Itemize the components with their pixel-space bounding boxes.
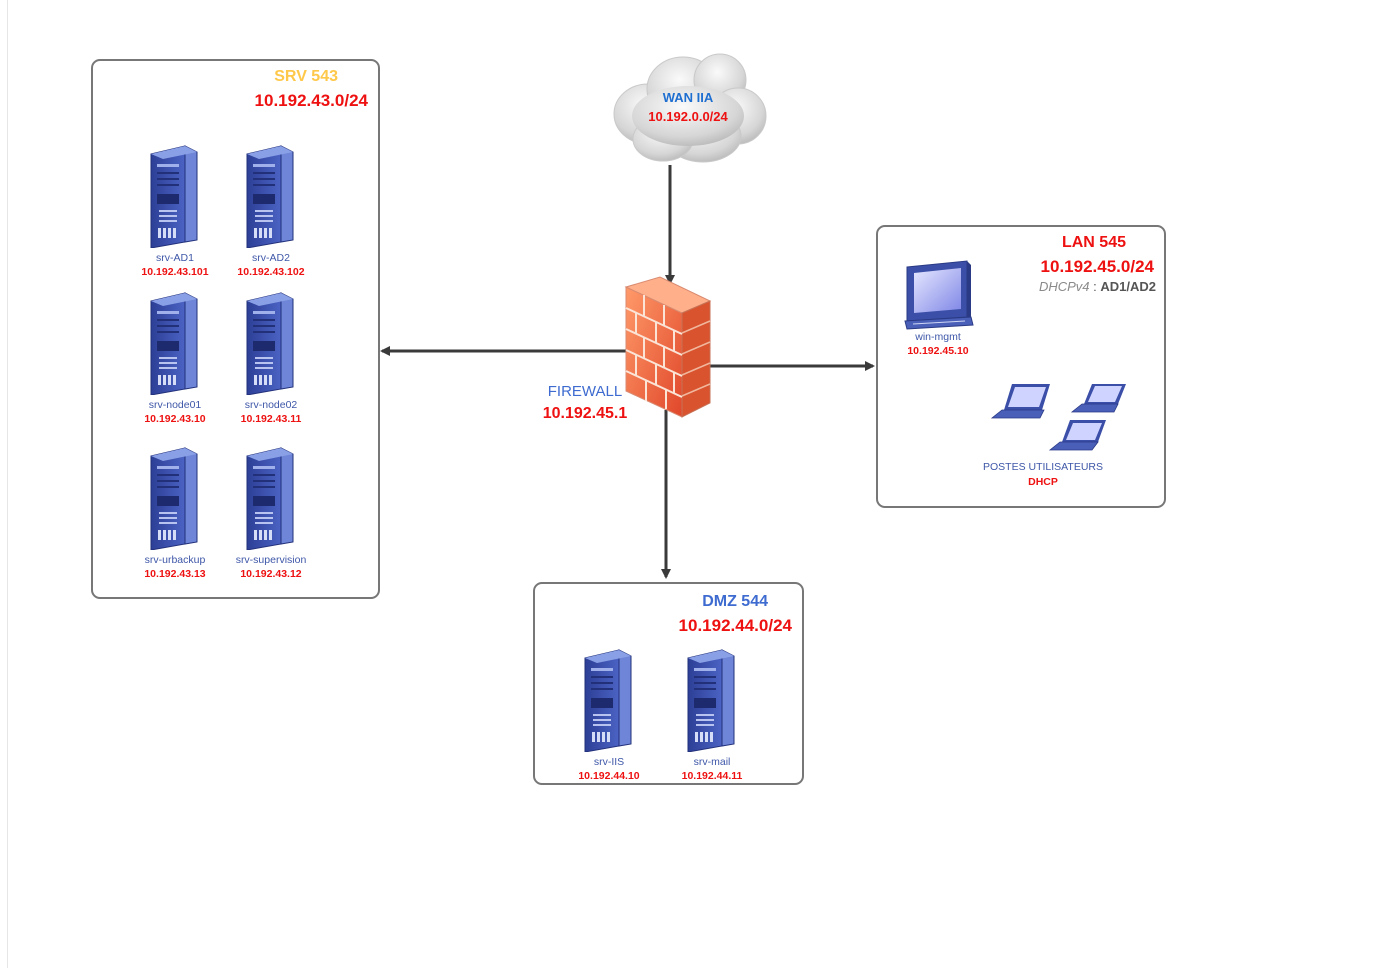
host-ip: 10.192.43.101 — [141, 266, 209, 278]
server-icon — [584, 649, 632, 752]
cloud-icon — [613, 53, 767, 163]
host-ip: 10.192.44.11 — [681, 770, 743, 782]
server-srv-urbackup: srv-urbackup 10.192.43.13 — [115, 444, 235, 581]
server-srv-ad2: srv-AD2 10.192.43.102 — [211, 142, 331, 279]
server-icon — [150, 447, 198, 550]
firewall-ip: 10.192.45.1 — [542, 405, 628, 422]
host-name: srv-urbackup — [144, 554, 206, 566]
clients-label: POSTES UTILISATEURS — [983, 461, 1103, 473]
host-name: srv-mail — [693, 756, 731, 768]
server-srv-mail: srv-mail 10.192.44.11 — [652, 646, 772, 783]
clients-mode: DHCP — [1028, 476, 1058, 488]
server-srv-node01: srv-node01 10.192.43.10 — [115, 289, 235, 426]
server-icon — [150, 145, 198, 248]
host-ip: 10.192.43.13 — [144, 568, 206, 580]
srv-zone-subnet: 10.192.43.0/24 — [254, 91, 368, 110]
host-ip: 10.192.43.102 — [237, 266, 305, 278]
page-edge — [7, 0, 8, 968]
laptop-3 — [1048, 420, 1106, 451]
host-name: srv-node01 — [148, 399, 202, 411]
srv-zone-title: SRV 543 — [274, 68, 338, 85]
host-ip: 10.192.45.10 — [907, 345, 969, 357]
server-icon — [246, 292, 294, 395]
server-icon — [150, 292, 198, 395]
server-icon — [246, 447, 294, 550]
dmz-zone-title: DMZ 544 — [702, 593, 768, 610]
desktop-win-mgmt: win-mgmt 10.192.45.10 — [878, 259, 998, 358]
server-srv-ad1: srv-AD1 10.192.43.101 — [115, 142, 235, 279]
laptop-icon — [990, 384, 1126, 451]
host-name: srv-IIS — [593, 756, 625, 768]
host-ip: 10.192.43.10 — [144, 413, 206, 425]
dmz-zone-subnet: 10.192.44.0/24 — [678, 616, 792, 635]
dhcp-servers: AD1/AD2 — [1100, 279, 1156, 294]
dhcp-prefix: DHCPv4 — [1038, 279, 1090, 294]
wan-subnet: 10.192.0.0/24 — [648, 109, 728, 124]
server-srv-iis: srv-IIS 10.192.44.10 — [549, 646, 669, 783]
host-name: win-mgmt — [915, 331, 961, 343]
host-ip: 10.192.43.11 — [240, 413, 302, 425]
host-name: srv-node02 — [244, 399, 298, 411]
host-ip: 10.192.44.10 — [578, 770, 640, 782]
laptop-1 — [990, 384, 1050, 419]
lan-zone: LAN 545 10.192.45.0/24 DHCPv4 : AD1/AD2 … — [876, 225, 1166, 508]
server-srv-supervision: srv-supervision 10.192.43.12 — [211, 444, 331, 581]
host-name: srv-supervision — [235, 554, 307, 566]
firewall-label: FIREWALL — [547, 383, 623, 400]
dmz-zone: DMZ 544 10.192.44.0/24 srv-IIS 10.192.44… — [533, 582, 804, 785]
server-srv-node02: srv-node02 10.192.43.11 — [211, 289, 331, 426]
host-name: srv-AD1 — [156, 252, 194, 264]
host-ip: 10.192.43.12 — [240, 568, 302, 580]
firewall-icon — [624, 276, 712, 418]
lan-dhcp-info: DHCPv4 : AD1/AD2 — [1039, 279, 1156, 294]
dhcp-separator: : — [1089, 279, 1101, 294]
srv-zone: SRV 543 10.192.43.0/24 srv-AD1 10.192.43… — [91, 59, 380, 599]
host-name: srv-AD2 — [252, 252, 290, 264]
server-icon — [246, 145, 294, 248]
laptop-2 — [1070, 384, 1126, 413]
desktop-icon — [904, 260, 974, 330]
server-icon — [687, 649, 735, 752]
lan-zone-subnet: 10.192.45.0/24 — [1040, 257, 1154, 276]
wan-name: WAN IIA — [662, 90, 714, 105]
lan-zone-title: LAN 545 — [1061, 234, 1126, 251]
